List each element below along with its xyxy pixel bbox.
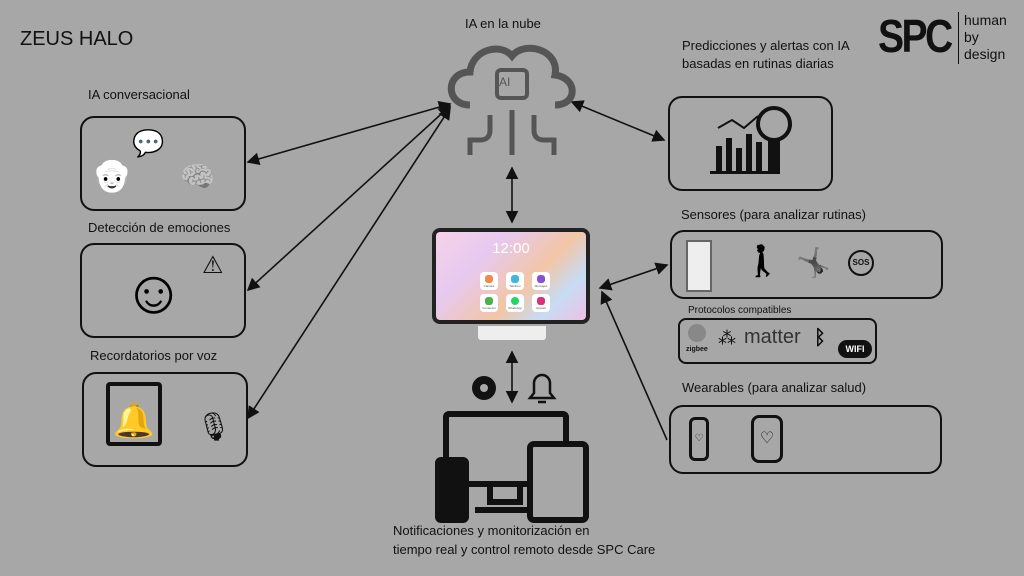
page-title: ZEUS HALO xyxy=(20,28,134,50)
zigbee-icon xyxy=(688,324,706,342)
emotions-icon: ☺ xyxy=(122,258,186,327)
spc-logo: SPC human by design xyxy=(878,10,1007,64)
ai-chip-label: AI xyxy=(499,75,511,89)
door-sensor-icon xyxy=(686,240,712,292)
chat-bubbles-icon: 💬 xyxy=(132,128,165,158)
microphone-icon: 🎙 xyxy=(196,411,232,442)
predictions-box xyxy=(668,96,833,191)
tablet-stand xyxy=(478,326,546,340)
wearables-box: ♡ ♡ xyxy=(669,405,942,474)
conversational-ai-box: 💬 👴 🧠 xyxy=(80,116,246,211)
calendar-bell-icon: 🔔 xyxy=(106,382,162,446)
bluetooth-icon: ᛒ xyxy=(814,327,826,349)
bell-icon xyxy=(527,373,557,404)
zigbee-label: zigbee xyxy=(686,346,708,353)
app-label: Ajustes xyxy=(536,306,546,310)
logo-tagline: human xyxy=(964,12,1007,28)
fall-detection-icon: 🤸 xyxy=(796,247,831,278)
protocols-box: zigbee ⁂ matter ᛒ WIFI xyxy=(678,318,877,364)
logo-tagline: by xyxy=(964,29,979,45)
smart-band-icon: ♡ xyxy=(689,417,709,461)
sensors-box: 🚶 🤸 SOS xyxy=(670,230,943,299)
app-label: Teléfono xyxy=(509,284,521,288)
caption-line: tiempo real y control remoto desde SPC C… xyxy=(393,542,656,557)
app-messages[interactable]: Mensajes xyxy=(532,272,550,290)
app-phone[interactable]: Teléfono xyxy=(506,272,524,290)
cloud-label: IA en la nube xyxy=(465,16,541,31)
logo-brand: SPC xyxy=(878,10,953,62)
emotion-detection-label: Detección de emociones xyxy=(88,220,231,235)
app-whatsapp[interactable]: WhatsApp xyxy=(506,294,524,312)
matter-label: matter xyxy=(744,326,801,348)
logo-tagline: design xyxy=(964,46,1006,62)
emotion-detection-box: ☺ ⚠ xyxy=(80,243,246,338)
sensors-label: Sensores (para analizar rutinas) xyxy=(681,207,866,222)
predictions-label: Predicciones y alertas con IA basadas en … xyxy=(682,37,850,73)
wearables-label: Wearables (para analizar salud) xyxy=(682,380,867,395)
wifi-icon: WIFI xyxy=(838,340,872,358)
app-label: Mensajes xyxy=(534,284,548,288)
warning-icon: ⚠ xyxy=(202,252,224,279)
smartwatch-icon: ♡ xyxy=(751,415,783,463)
app-settings[interactable]: Ajustes xyxy=(532,294,550,312)
predictions-line: basadas en rutinas diarias xyxy=(682,56,834,71)
protocols-label: Protocolos compatibles xyxy=(688,305,792,316)
elderly-couple-icon: 👴 xyxy=(92,157,132,193)
sos-icon: SOS xyxy=(848,250,874,276)
thread-icon: ⁂ xyxy=(718,328,736,348)
cloud-ai-icon xyxy=(447,44,576,155)
conversational-ai-label: IA conversacional xyxy=(88,87,190,102)
app-label: WhatsApp xyxy=(508,306,522,310)
app-contacts[interactable]: Contactos xyxy=(480,294,498,312)
chart-gauge-icon xyxy=(710,106,792,174)
voice-reminders-box: 🔔 🎙 xyxy=(82,372,248,467)
app-camera[interactable]: Cámara xyxy=(480,272,498,290)
tablet-clock: 12:00 xyxy=(492,240,530,257)
bottom-caption: Notificaciones y monitorización en tiempo… xyxy=(393,521,655,559)
devices-icon xyxy=(435,411,589,523)
ai-head-icon: 🧠 xyxy=(180,161,215,192)
predictions-line: Predicciones y alertas con IA xyxy=(682,38,850,53)
zeus-halo-tablet: 12:00 Cámara Teléfono Mensajes Contactos… xyxy=(432,228,590,324)
app-label: Cámara xyxy=(483,284,495,288)
caption-line: Notificaciones y monitorización en xyxy=(393,523,590,538)
voice-reminders-label: Recordatorios por voz xyxy=(90,348,218,363)
app-label: Contactos xyxy=(482,306,496,310)
motion-sensor-icon: 🚶 xyxy=(744,245,782,278)
